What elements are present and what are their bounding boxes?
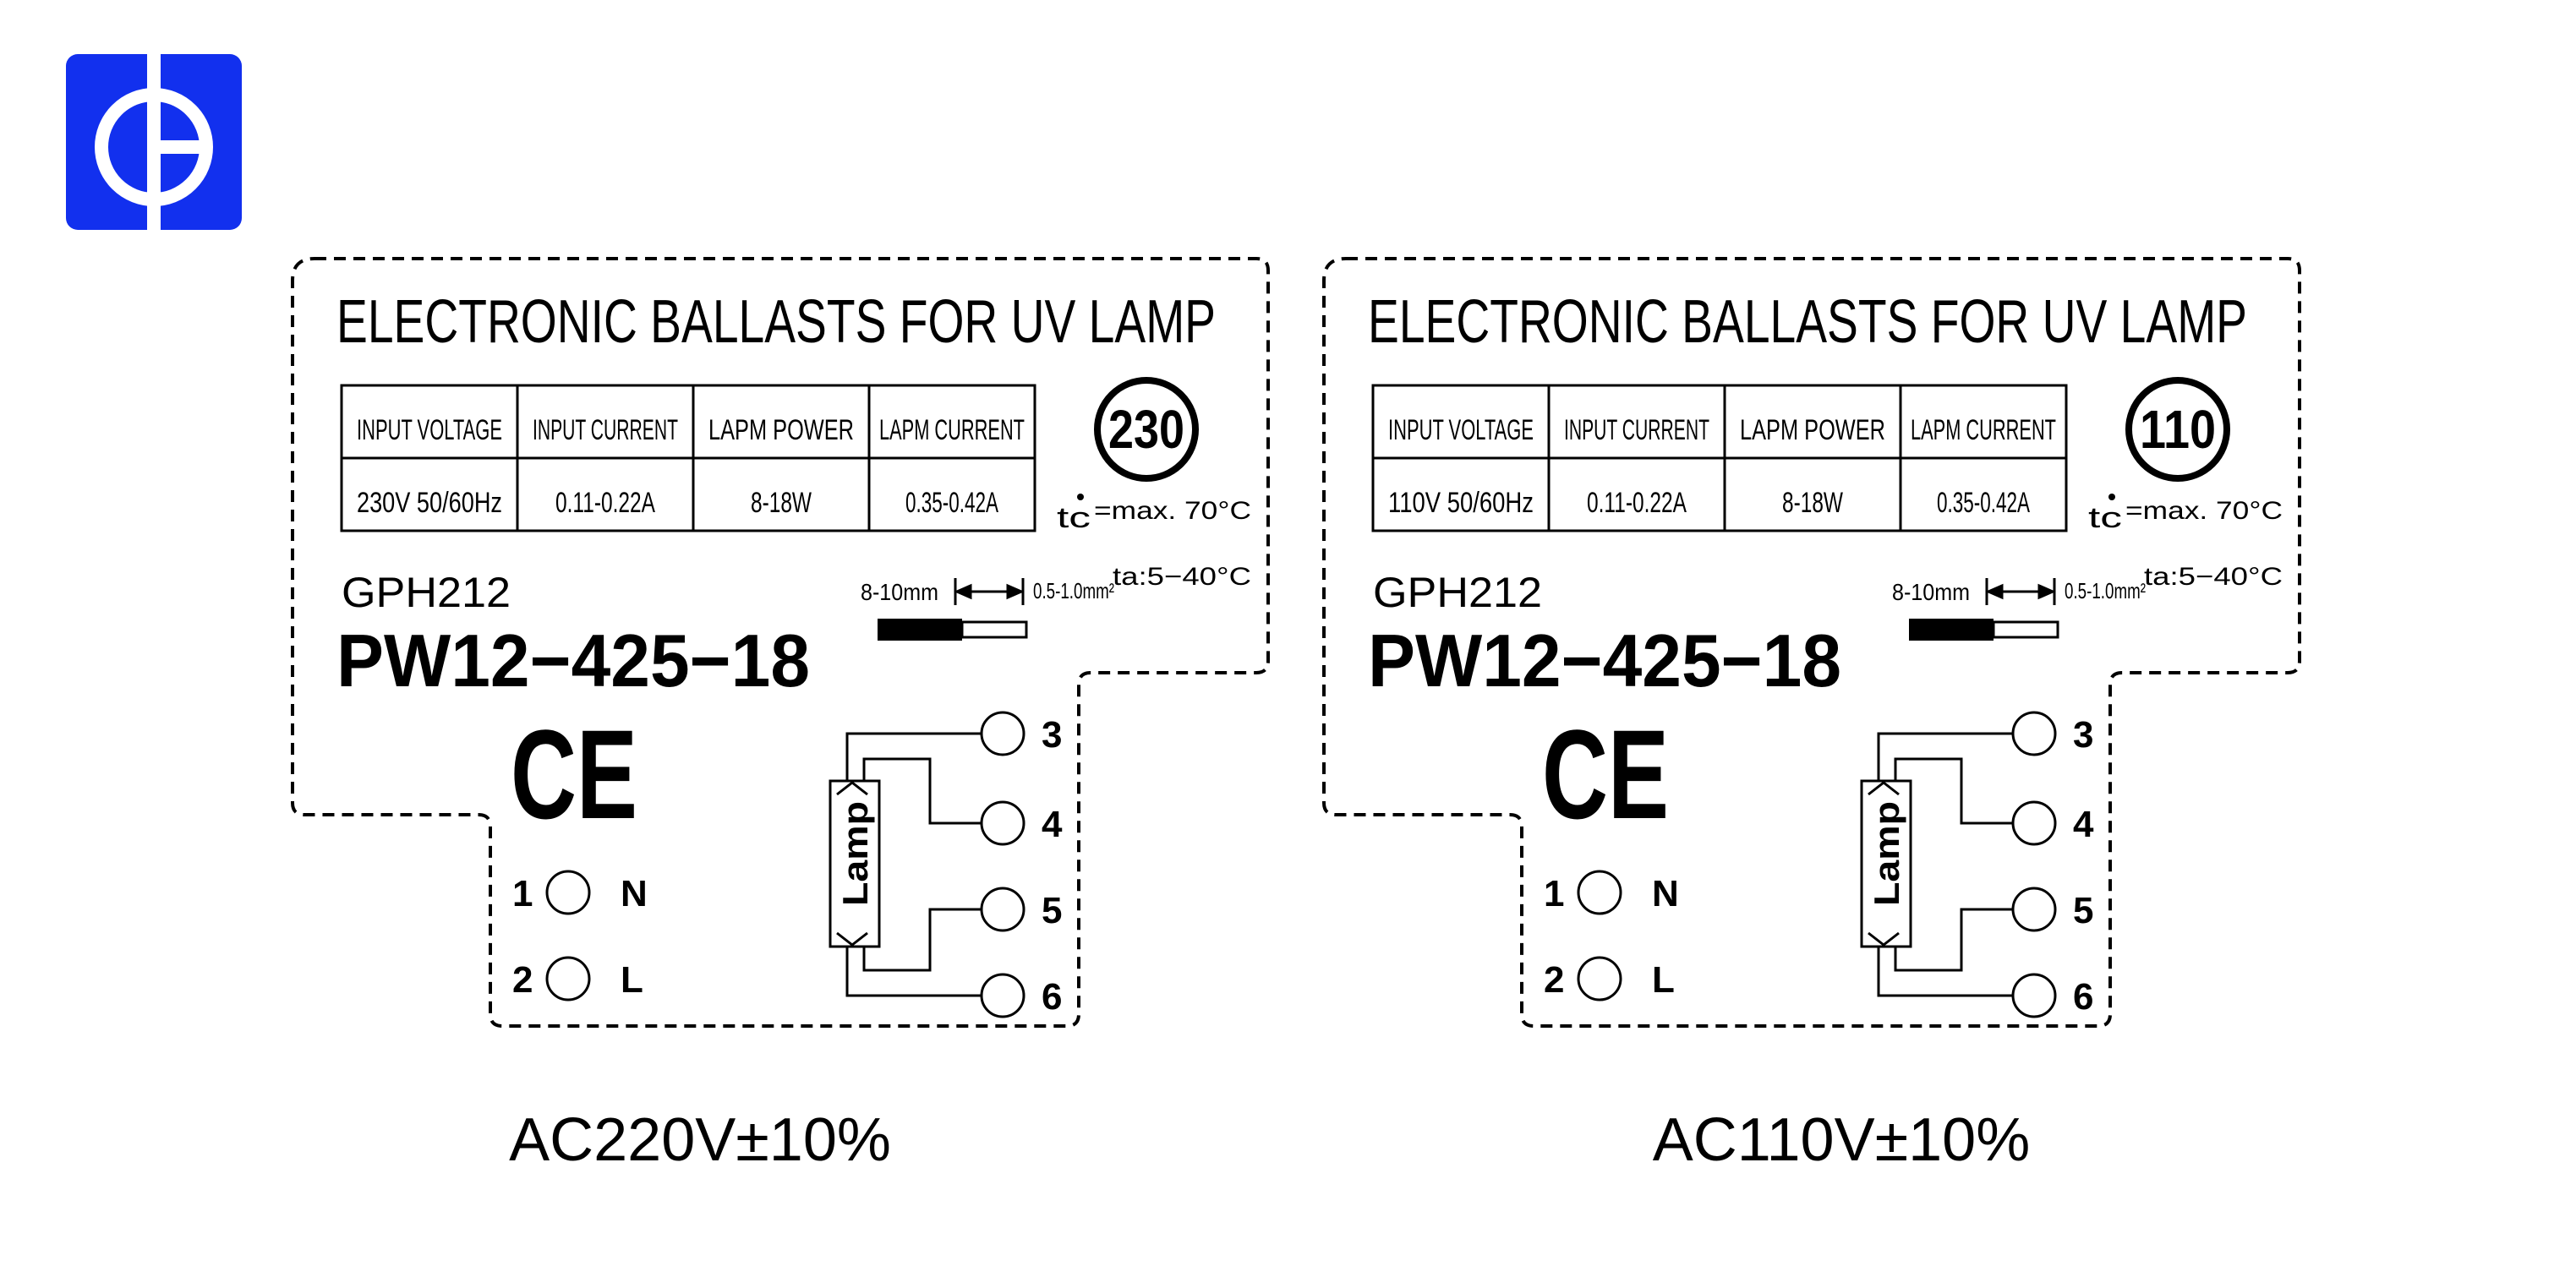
lamp-terminal-number: 6 <box>1042 976 1062 1018</box>
lamp-terminal-3: 3 <box>980 711 1062 756</box>
caption-ac220v: AC220V±10% <box>509 1106 891 1174</box>
table-value-lamp-power: 8-18W <box>1782 487 1843 519</box>
lamp-terminal-number: 6 <box>2073 976 2093 1018</box>
series-code: GPH212 <box>342 569 511 616</box>
series-code: GPH212 <box>1373 569 1542 616</box>
terminal-screw <box>545 870 591 915</box>
caption-ac110v: AC110V±10% <box>1652 1106 2031 1174</box>
input-terminal-2: 2 L <box>1544 956 1675 1001</box>
tc-max-temperature: =max. 70°C <box>2125 497 2283 525</box>
lamp-terminal-number: 3 <box>2073 714 2093 756</box>
lamp-terminal-number: 5 <box>2073 890 2093 931</box>
input-terminal-number: 1 <box>1544 873 1564 914</box>
wire-section: 0.5-1.0mm² <box>1033 578 1114 603</box>
tc-max-temperature: =max. 70°C <box>1094 497 1251 525</box>
input-terminal-1: 1 N <box>512 870 648 915</box>
terminal-screw <box>2011 800 2057 846</box>
lamp-terminal-6: 6 <box>980 973 1062 1018</box>
lamp-terminal-number: 4 <box>1042 804 1063 845</box>
terminal-screw <box>980 887 1025 932</box>
table-header-input-current: INPUT CURRENT <box>533 414 678 446</box>
lamp-terminal-5: 5 <box>2011 887 2093 932</box>
table-header-input-current: INPUT CURRENT <box>1564 414 1709 446</box>
input-terminal-number: 2 <box>512 959 533 1001</box>
spec-table <box>1371 384 2068 532</box>
input-terminal-label: N <box>1652 873 1679 914</box>
table-value-lamp-current: 0.35-0.42A <box>1937 487 2030 519</box>
lamp-terminal-number: 3 <box>1042 714 1062 756</box>
terminal-screw <box>2011 973 2057 1018</box>
input-terminal-label: L <box>1652 959 1675 1001</box>
lamp-terminal-3: 3 <box>2011 711 2093 756</box>
voltage-badge-ring <box>2125 377 2230 482</box>
lamp-terminal-number: 4 <box>2073 804 2094 845</box>
terminal-screw <box>2011 711 2057 756</box>
ballast-label-110v: ELECTRONIC BALLASTS FOR UV LAMP INPUT VO… <box>1322 257 2301 1028</box>
terminal-screw <box>1577 870 1622 915</box>
table-header-lamp-current: LAPM CURRENT <box>879 414 1025 446</box>
lamp-label: Lamp <box>1867 801 1906 906</box>
input-terminal-label: L <box>621 959 643 1001</box>
ta-ambient-range: ta:5−40°C <box>1113 563 1251 591</box>
label-title: ELECTRONIC BALLASTS FOR UV LAMP <box>1368 288 2247 356</box>
brand-logo <box>66 54 242 230</box>
stripped-wire-icon <box>1909 619 2059 641</box>
ce-mark: CE <box>511 703 637 845</box>
wire-section: 0.5-1.0mm² <box>2065 578 2146 603</box>
input-terminal-number: 1 <box>512 873 533 914</box>
lamp-terminal-4: 4 <box>2011 800 2094 846</box>
terminal-screw <box>545 956 591 1001</box>
table-value-input-current: 0.11-0.22A <box>1587 487 1687 519</box>
ballast-label-230v: ELECTRONIC BALLASTS FOR UV LAMP INPUT VO… <box>291 257 1270 1028</box>
strip-dimension <box>1985 578 2056 605</box>
tc-symbol: tc <box>1057 502 1091 534</box>
input-terminal-1: 1 N <box>1544 870 1679 915</box>
voltage-badge: 230 <box>1108 399 1184 460</box>
terminal-screw <box>980 973 1025 1018</box>
ta-ambient-range: ta:5−40°C <box>2144 563 2283 591</box>
lamp-terminal-6: 6 <box>2011 973 2093 1018</box>
lamp-wiring <box>829 732 981 997</box>
tc-symbol: tc <box>2088 502 2122 534</box>
model-number: PW12−425−18 <box>1368 619 1841 702</box>
table-header-lamp-power: LAPM POWER <box>708 414 854 446</box>
table-value-lamp-power: 8-18W <box>751 487 812 519</box>
input-terminal-2: 2 L <box>512 956 643 1001</box>
tc-dot <box>2108 494 2115 500</box>
lamp-wiring <box>1860 732 2012 997</box>
terminal-screw <box>980 800 1025 846</box>
table-header-lamp-current: LAPM CURRENT <box>1911 414 2056 446</box>
ce-mark: CE <box>1542 703 1669 845</box>
strip-length: 8-10mm <box>861 579 938 605</box>
terminal-screw <box>2011 887 2057 932</box>
voltage-badge-ring <box>1094 377 1199 482</box>
spec-table <box>340 384 1036 532</box>
lamp-terminal-4: 4 <box>980 800 1063 846</box>
model-number: PW12−425−18 <box>336 619 810 702</box>
input-terminal-number: 2 <box>1544 959 1564 1001</box>
table-value-input-current: 0.11-0.22A <box>555 487 655 519</box>
table-header-lamp-power: LAPM POWER <box>1740 414 1885 446</box>
lamp-terminal-5: 5 <box>980 887 1062 932</box>
table-value-input-voltage: 110V 50/60Hz <box>1388 487 1534 519</box>
terminal-screw <box>1577 956 1622 1001</box>
stripped-wire-icon <box>878 619 1028 641</box>
table-header-input-voltage: INPUT VOLTAGE <box>357 414 502 446</box>
table-value-lamp-current: 0.35-0.42A <box>905 487 998 519</box>
label-outline <box>291 257 1270 1028</box>
input-terminal-label: N <box>621 873 648 914</box>
strip-dimension <box>954 578 1025 605</box>
label-title: ELECTRONIC BALLASTS FOR UV LAMP <box>336 288 1216 356</box>
logo-crossbar <box>154 140 208 154</box>
lamp-terminal-number: 5 <box>1042 890 1062 931</box>
strip-length: 8-10mm <box>1892 579 1970 605</box>
label-outline <box>1322 257 2301 1028</box>
terminal-screw <box>980 711 1025 756</box>
lamp-label: Lamp <box>835 801 875 906</box>
table-value-input-voltage: 230V 50/60Hz <box>357 487 502 519</box>
table-header-input-voltage: INPUT VOLTAGE <box>1388 414 1534 446</box>
voltage-badge: 110 <box>2140 399 2216 460</box>
tc-dot <box>1077 494 1084 500</box>
